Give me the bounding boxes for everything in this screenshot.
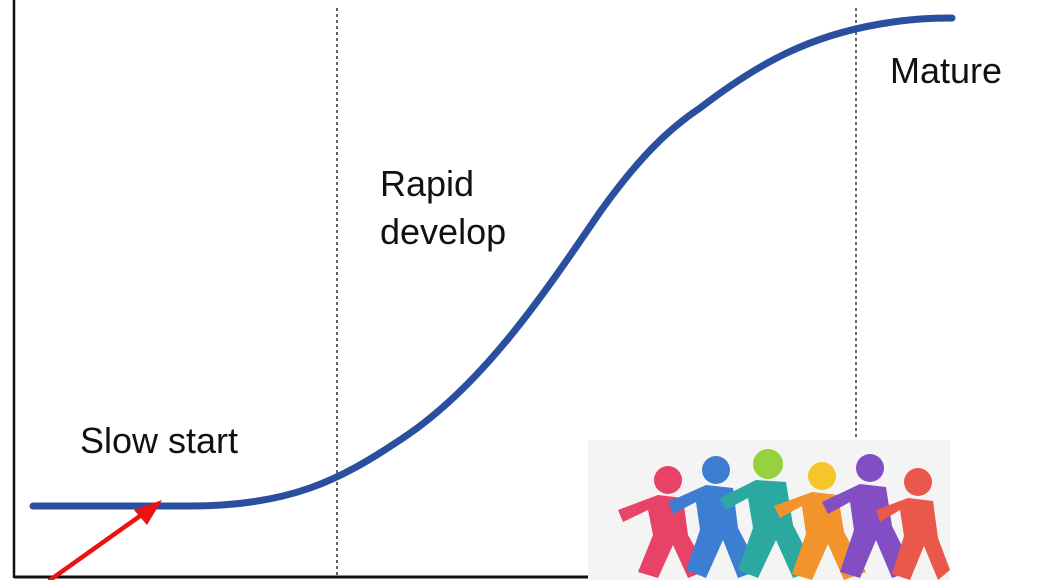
phase-label-slow-start: Slow start	[80, 420, 239, 461]
runners-icon	[588, 440, 950, 580]
phase-label-rapid-develop: Rapid develop	[380, 160, 560, 256]
runners-illustration	[588, 440, 950, 580]
phase-label-mature: Mature	[890, 50, 1003, 91]
phase-label-rapid-line1: Rapid	[380, 163, 475, 204]
red-arrow-icon	[47, 500, 162, 580]
phase-label-rapid-line2: develop	[380, 211, 507, 252]
s-curve-line	[29, 14, 956, 510]
